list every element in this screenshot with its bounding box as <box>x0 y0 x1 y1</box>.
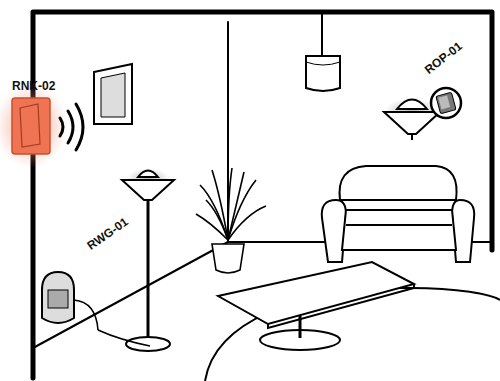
part-label: ROP-01 <box>423 40 465 76</box>
picture-frame <box>94 64 132 124</box>
part-label: RWG-01 <box>85 216 130 252</box>
coffee-table <box>218 262 414 350</box>
wireless-receiver <box>431 88 461 118</box>
wireless-switch <box>0 84 83 168</box>
room-walls <box>33 12 492 378</box>
armchair <box>322 166 474 262</box>
plug-gateway <box>42 272 150 346</box>
pendant-lamp <box>306 12 340 91</box>
potted-plant <box>196 168 266 273</box>
floor-lamp <box>122 168 174 351</box>
part-label: RNK-02 <box>12 80 55 92</box>
